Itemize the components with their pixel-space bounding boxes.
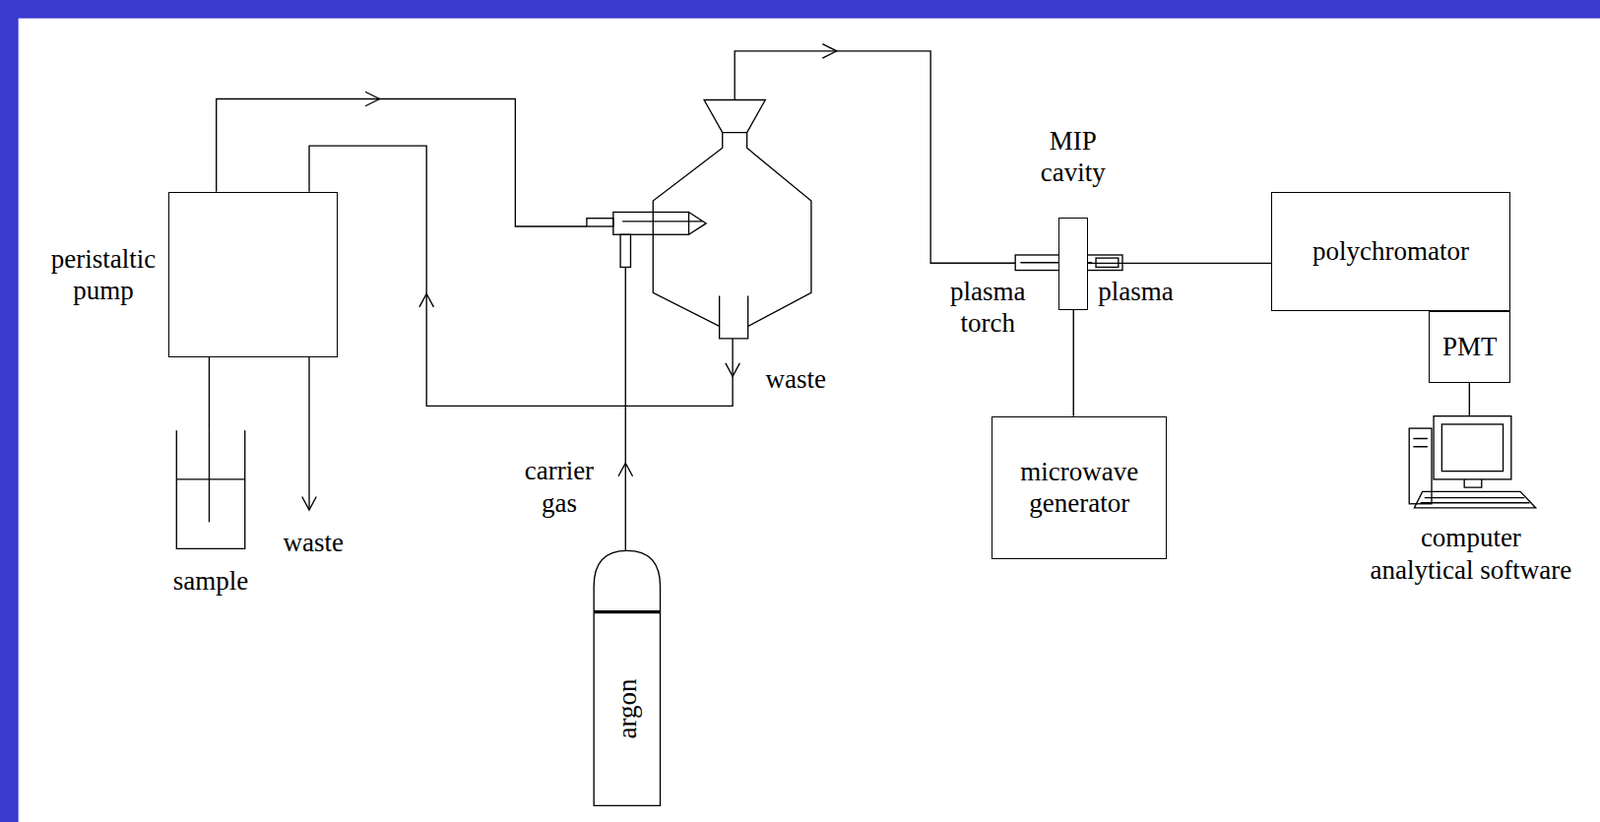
generator-box: microwave generator (991, 416, 1167, 560)
computer-icon: computer analytical software (1406, 416, 1536, 511)
node-label: microwave generator (992, 455, 1166, 520)
connector-line (1073, 310, 1075, 417)
node-label: PMT (1434, 330, 1506, 363)
torch-label: plasma torch (940, 275, 1035, 340)
connector-line (1469, 383, 1471, 417)
waste-label: waste (764, 363, 829, 395)
node-label: computer analytical software (1368, 521, 1574, 586)
waste-label: waste (280, 526, 345, 559)
mip-cavity: MIP cavity (1058, 217, 1088, 311)
pump-box: peristaltic pump (168, 192, 338, 358)
node-label: peristaltic pump (45, 242, 162, 307)
argon-cylinder: argon (593, 551, 660, 807)
pmt-box: PMT (1428, 311, 1512, 384)
polychromator-box: polychromator (1271, 192, 1511, 312)
gas-label: carrier gas (515, 454, 603, 519)
plasma-label: plasma (1095, 275, 1175, 308)
connector-line (208, 357, 210, 432)
node-label: sample (151, 565, 270, 597)
node-label: MIP cavity (1024, 125, 1123, 190)
node-label: argon (611, 679, 643, 740)
node-label: polychromator (1304, 235, 1477, 267)
sample-beaker: sample (176, 430, 245, 551)
connector-line (1088, 262, 1273, 264)
